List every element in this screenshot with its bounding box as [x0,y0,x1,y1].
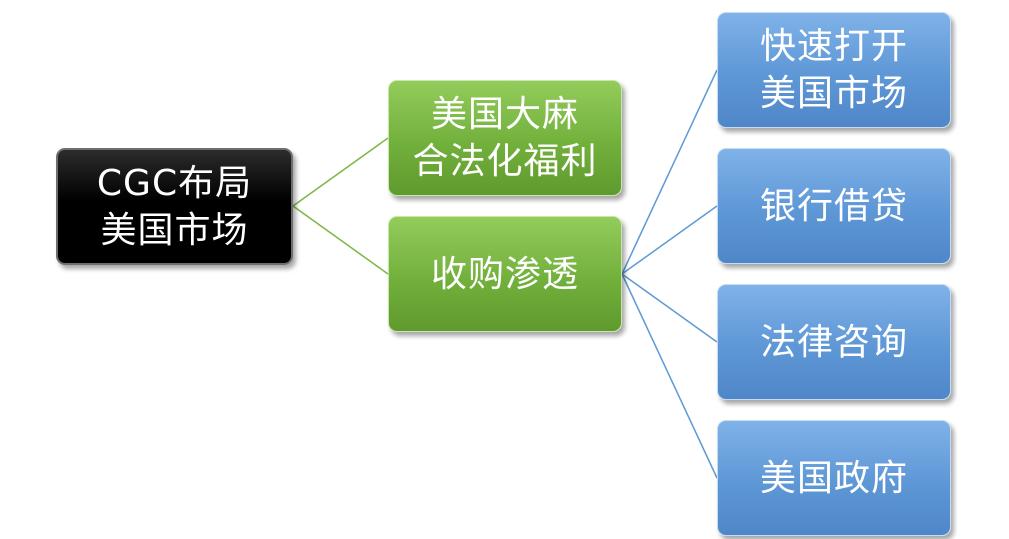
node-label: 美国大麻 合法化福利 [412,94,598,182]
node-open-us-market-fast: 快速打开 美国市场 [717,12,951,128]
node-acquisition-penetration: 收购渗透 [388,216,622,332]
node-label: 收购渗透 [430,253,579,295]
node-label: 美国政府 [759,457,908,499]
node-bank-loan: 银行借贷 [717,148,951,264]
node-label: 法律咨询 [759,321,908,363]
connector-acquisition-to-open-market [621,69,718,275]
node-label: 快速打开 美国市场 [759,26,908,114]
node-cannabis-legalization-benefit: 美国大麻 合法化福利 [388,80,622,196]
node-us-government: 美国政府 [717,420,951,536]
node-label: 银行借贷 [759,185,908,227]
node-legal-consulting: 法律咨询 [717,284,951,400]
connector-acquisition-to-us-government [621,273,718,479]
connector-acquisition-to-bank-loan [621,205,718,275]
connector-root-to-legalization [292,137,389,207]
connector-root-to-acquisition [292,205,389,275]
root-node-label: CGC布局 美国市场 [96,162,253,251]
root-node-cgc-us-market: CGC布局 美国市场 [56,148,293,265]
connector-acquisition-to-legal-consulting [621,273,718,343]
